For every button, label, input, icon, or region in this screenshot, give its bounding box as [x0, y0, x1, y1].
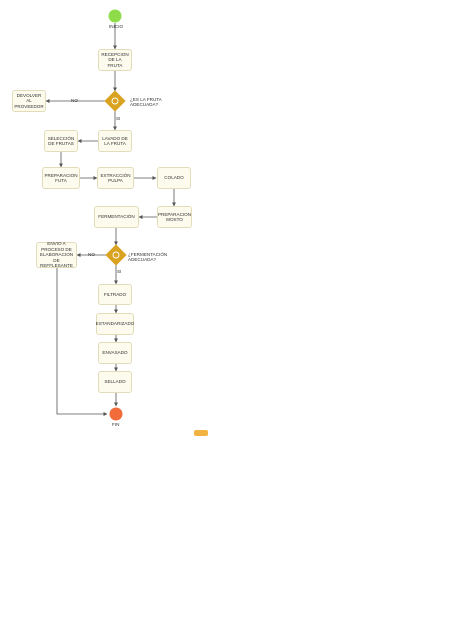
step-seleccion[interactable]: SELECCIÓN DE FRUTAS: [44, 130, 78, 152]
gateway-fermentacion: [105, 244, 127, 266]
step-preparacion-mosto[interactable]: PREPARACION MOSTO: [157, 206, 192, 228]
step-preparacion-futa[interactable]: PREPARACION FUTA: [42, 167, 80, 189]
step-fermentacion[interactable]: FERMENTACIÓN: [94, 206, 139, 228]
step-sellado[interactable]: SELLADO: [98, 371, 132, 393]
start-event: [108, 9, 122, 23]
end-event: [109, 407, 123, 421]
gateway-fermentacion-question: ¿FERMENTACIÓN ADECUADA?: [128, 252, 168, 263]
edge-label-si-2: SI: [117, 269, 122, 274]
end-label: FIN: [112, 422, 120, 427]
gateway-fruta-question: ¿ES LA FRUTA ADECUADA?: [130, 97, 162, 108]
step-extraccion[interactable]: EXTRACCIÓN PULPA: [97, 167, 134, 189]
gateway-fruta: [104, 90, 126, 112]
step-estandarizado[interactable]: ESTANDARIZADO: [96, 313, 134, 335]
step-envio[interactable]: ENVIO A PROCESO DE ELABORACION DE REFFLE…: [36, 241, 77, 268]
connectors: [45, 23, 176, 416]
edge-label-no-2: NO: [88, 252, 95, 257]
step-recepcion[interactable]: RECEPCION DE LA FRUTA: [98, 49, 132, 71]
edge-label-no-1: NO: [71, 98, 78, 103]
step-lavado[interactable]: LAVADO DE LA FRUTA: [98, 130, 132, 152]
start-label: INICIO: [109, 24, 124, 29]
edge-label-si-1: SI: [116, 116, 121, 121]
edge-envio-fin: [56, 268, 108, 416]
watermark-badge: [194, 430, 208, 436]
step-filtrado[interactable]: FILTRADO: [98, 284, 132, 305]
step-colado[interactable]: COLADO: [157, 167, 191, 189]
step-envasado[interactable]: ENVASADO: [98, 342, 132, 364]
step-devolver[interactable]: DEVOLVER AL PROVEEDOR: [12, 90, 46, 112]
